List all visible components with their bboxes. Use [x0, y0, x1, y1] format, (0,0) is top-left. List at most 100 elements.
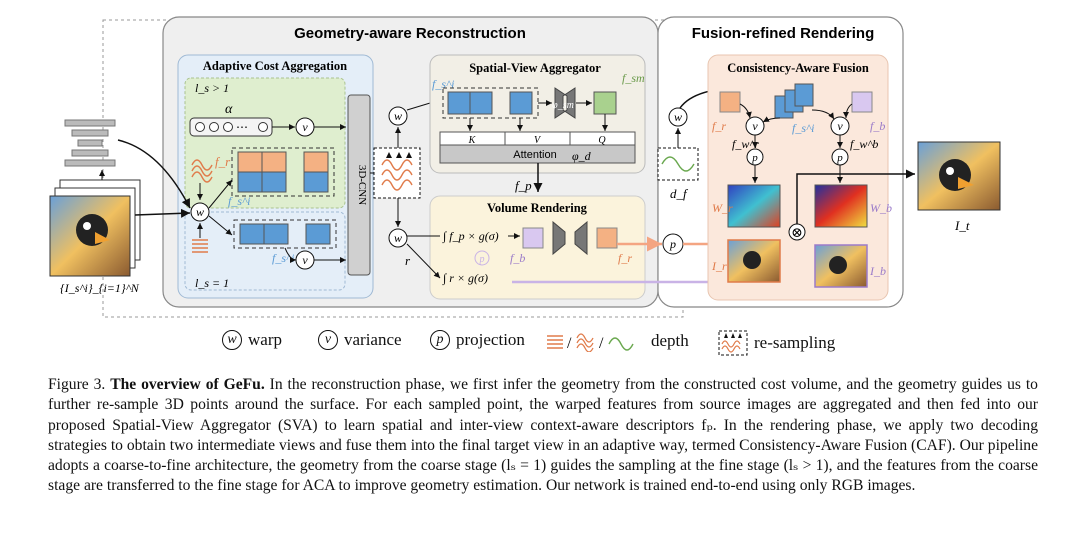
variance-node-b-label: v: [837, 119, 843, 133]
feature-encoder-icon: [64, 119, 116, 167]
source-images: [49, 179, 141, 277]
fine-cost-cubes: [231, 147, 335, 197]
alpha-token: [195, 122, 205, 132]
fs-label-caf: f_s^i: [792, 121, 814, 135]
warp-legend-icon: w: [222, 330, 242, 350]
fs-to-var-r: [762, 116, 781, 123]
warp-to-fine-arrow: [208, 179, 233, 209]
volume-title: Volume Rendering: [487, 201, 588, 215]
reconstruction-title: Geometry-aware Reconstruction: [294, 25, 526, 42]
fr-label-aca: f_r: [215, 154, 231, 169]
projection-legend-icon: p: [430, 330, 450, 350]
warp-node-aca-label: w: [196, 205, 204, 219]
legend-warp: w warp: [222, 330, 282, 350]
warp-node-render-label: w: [674, 110, 682, 124]
ls-eq1-label: l_s = 1: [195, 276, 229, 290]
legend-projection: p projection: [430, 330, 525, 350]
legend-depth: / / depth: [545, 330, 689, 352]
svg-text:/: /: [567, 335, 572, 352]
fs-label-sva: f_s^i: [432, 77, 454, 91]
legend-resampling: re-sampling: [718, 330, 835, 356]
variance-node-fine-label: v: [302, 120, 308, 134]
resampling-legend-icon: [718, 330, 748, 356]
target-image: [917, 141, 1001, 211]
alpha-dots: ⋯: [236, 120, 248, 134]
caf-box: [707, 54, 889, 301]
alpha-token: [209, 122, 219, 132]
integral-r: ∫ r × g(σ): [442, 271, 488, 285]
ir-label: I_r: [711, 259, 727, 273]
sva-title: Spatial-View Aggregator: [469, 61, 601, 75]
fusion-to-output: [796, 169, 915, 224]
caption-figure-title: The overview of GeFu.: [110, 376, 265, 393]
q-label: Q: [598, 135, 606, 146]
it-label: I_t: [954, 218, 970, 233]
alpha-label: α: [225, 102, 233, 117]
alpha-token: [258, 122, 268, 132]
caf-view-cubes: [774, 83, 814, 119]
fr-to-var-r: [739, 103, 752, 119]
warp-node-aca: [190, 202, 210, 222]
caption-text: In the reconstruction phase, we first in…: [48, 376, 1038, 495]
fusion-multiply-symbol: ⊗: [791, 226, 803, 241]
decoder-icon: [552, 220, 588, 256]
legend-projection-label: projection: [456, 330, 525, 349]
projection-faded-label: p: [479, 254, 485, 265]
fb-label-volume: f_b: [510, 251, 525, 265]
warp-node-sva-label: w: [394, 109, 402, 123]
warp-node-sva: [388, 106, 408, 126]
sva-view-cubes: [442, 87, 539, 119]
k-label: K: [468, 135, 477, 146]
fr-label-caf: f_r: [712, 119, 726, 133]
warp-to-coarse-arrow: [208, 215, 233, 236]
fb-label-caf: f_b: [870, 119, 885, 133]
legend-variance: v variance: [318, 330, 402, 350]
weight-map-r: [727, 184, 781, 228]
rendering-title: Fusion-refined Rendering: [692, 25, 875, 42]
fsm-label: f_sm: [622, 71, 645, 85]
svg-text:/: /: [599, 335, 604, 352]
fr-cube-caf: [719, 91, 741, 113]
v-label: V: [534, 135, 542, 146]
caption-figure-number: Figure 3.: [48, 376, 106, 393]
fsm-cube: [593, 91, 617, 115]
projection-node-faded: [474, 250, 490, 266]
depth-plane-icon: [192, 239, 208, 253]
fs-to-var-b: [811, 109, 835, 120]
warp-node-render: [668, 107, 688, 127]
cnn-block: [347, 94, 371, 276]
figure-legend: w warp v variance p projection / / depth…: [0, 322, 1080, 362]
fs-label-aca-fine: f_s^i: [228, 194, 250, 208]
coarse-to-variance-path: [284, 247, 297, 263]
aca-coarse-stage: [184, 211, 346, 291]
legend-warp-label: warp: [248, 330, 282, 349]
fb-cube-volume: [522, 227, 544, 249]
fr-label-volume: f_r: [618, 251, 632, 265]
warp-to-integral-r: [406, 243, 441, 279]
ls-gt1-label: l_s > 1: [195, 81, 229, 95]
fb-cube-caf: [851, 91, 873, 113]
depth-wave-icon: [191, 159, 213, 183]
weight-map-b: [814, 184, 868, 228]
warp-node-volume-label: w: [394, 231, 402, 245]
phi-d-label: φ_d: [572, 149, 592, 163]
encoder-to-warp-path: [117, 139, 191, 209]
wb-label: W_b: [870, 201, 892, 215]
r-label: r: [405, 253, 411, 268]
image-to-warp-path: [134, 208, 191, 218]
coarse-cost-cubes: [233, 219, 337, 249]
fr-cube-volume: [596, 227, 618, 249]
overview-figure: Geometry-aware Reconstruction Fusion-ref…: [49, 16, 1001, 318]
phi-sm-network-icon: [554, 87, 576, 119]
legend-resampling-label: re-sampling: [754, 333, 836, 352]
bird-head-r: [743, 251, 761, 269]
depth-legend-icon: / /: [547, 333, 634, 352]
variance-legend-icon: v: [318, 330, 338, 350]
sources-label: {I_s^i}_{i=1}^N: [60, 281, 140, 295]
legend-depth-label: depth: [651, 331, 689, 350]
df-wave: [661, 156, 695, 172]
caf-title: Consistency-Aware Fusion: [727, 61, 869, 75]
variance-node-coarse-label: v: [302, 253, 308, 267]
df-label: d_f: [670, 186, 689, 201]
projection-node-b-label: p: [836, 152, 843, 164]
